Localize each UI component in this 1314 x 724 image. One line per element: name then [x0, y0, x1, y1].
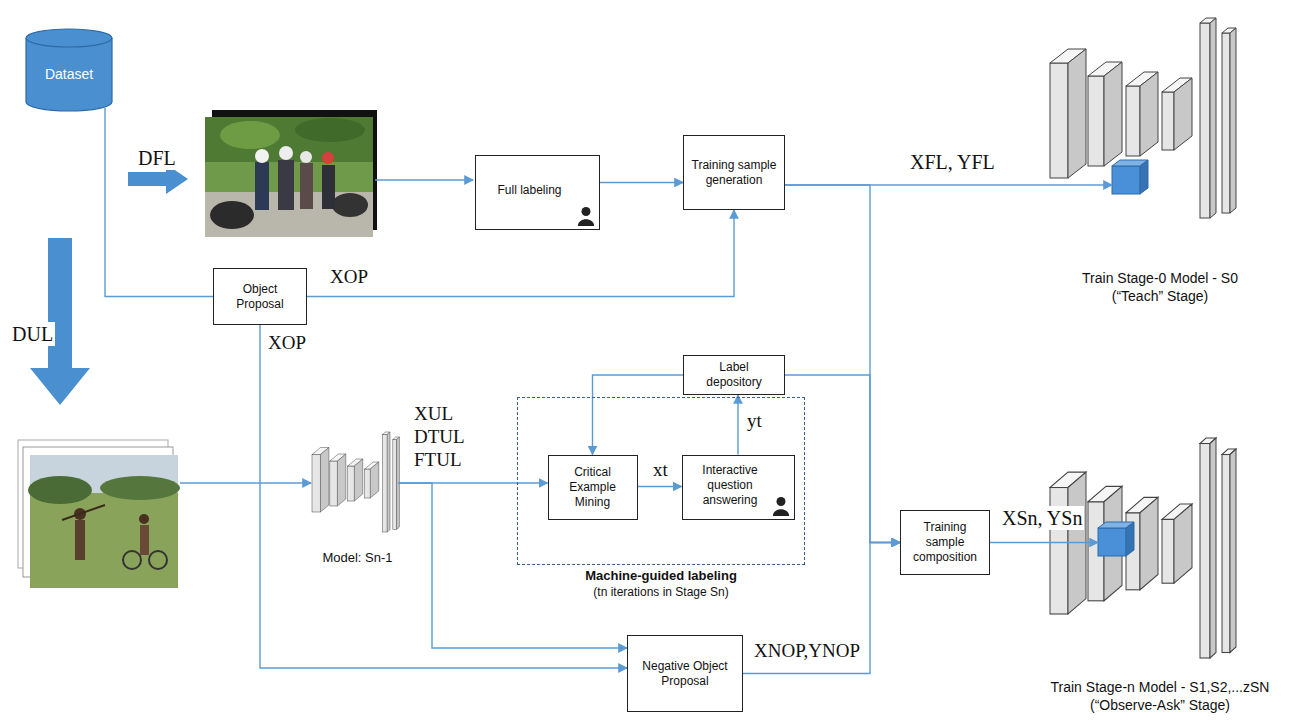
- edge-label: XFL, YFL: [908, 150, 997, 174]
- node-text: (“Teach” Stage): [1112, 288, 1208, 306]
- person-body: [578, 219, 594, 226]
- network-figure: [312, 432, 399, 532]
- node-text: Training sample composition: [907, 520, 983, 565]
- edge-label: XNOP,YNOP: [752, 640, 862, 663]
- process-box: Full labeling: [475, 155, 600, 230]
- arrow-line: [375, 179, 473, 180]
- network-figure: [1050, 18, 1236, 218]
- node-text: Object Proposal: [220, 282, 300, 312]
- process-box: Label depository: [683, 355, 785, 395]
- node-text: Training sample generation: [690, 158, 778, 188]
- node-text: Negative Object Proposal: [634, 659, 736, 689]
- connector: [600, 182, 683, 183]
- arrow-line: [180, 482, 311, 483]
- node-text: Train Stage-n Model - S1,S2,...zSN: [1051, 679, 1270, 697]
- connector: [990, 542, 1098, 543]
- connector: [743, 543, 900, 674]
- process-box: Training sample generation: [683, 135, 785, 210]
- node-text: Full labeling: [497, 183, 561, 198]
- process-box: Interactive question answering: [682, 455, 795, 520]
- node-text: (tn iterations in Stage Sn): [498, 585, 824, 601]
- node-text: Label depository: [690, 360, 778, 390]
- node-text: Train Stage-0 Model - S0: [1082, 270, 1238, 288]
- photo-stack: [18, 440, 180, 588]
- process-box: Negative Object Proposal: [627, 635, 743, 712]
- node-text: (“Observe-Ask” Stage): [1090, 697, 1230, 715]
- cylinder-body: [26, 29, 112, 111]
- network-figure: [1050, 438, 1236, 658]
- person-head: [582, 207, 591, 216]
- process-box: Critical Example Mining: [548, 455, 638, 520]
- process-box: Object Proposal: [213, 268, 307, 325]
- person-icon: [577, 206, 595, 226]
- edge-label: XSn, YSn: [1000, 506, 1084, 530]
- node-text: Interactive question answering: [689, 463, 772, 508]
- group-caption: Machine-guided labeling(tn iterations in…: [498, 568, 824, 600]
- connector: [105, 108, 213, 297]
- free-label: DFL: [136, 146, 178, 170]
- connector: [737, 395, 738, 455]
- model-figure: Model: Sn-1: [305, 428, 410, 568]
- process-box: Training sample composition: [900, 510, 990, 575]
- photo-stack: [205, 110, 377, 237]
- edge-label: xt: [651, 459, 670, 482]
- free-label: DUL: [10, 322, 55, 346]
- node-text: Machine-guided labeling: [498, 568, 824, 585]
- model-figure: Train Stage-0 Model - S0(“Teach” Stage): [1040, 15, 1280, 307]
- person-head: [776, 497, 785, 506]
- connector: [785, 375, 900, 543]
- cylinder-rim: [26, 38, 112, 47]
- edge-label: XOP: [266, 332, 308, 355]
- connector: [638, 486, 682, 487]
- connector: [785, 185, 900, 543]
- cube: [1112, 160, 1148, 194]
- node-text: Model: Sn-1: [322, 550, 392, 566]
- connector: [593, 375, 684, 455]
- edge-label: yt: [745, 410, 764, 433]
- edge-label: XOP: [328, 266, 370, 289]
- edge-label: XUL DTUL FTUL: [412, 402, 474, 471]
- person-icon: [772, 496, 790, 516]
- dataset-cylinder: Dataset: [25, 28, 113, 112]
- node-text: Critical Example Mining: [555, 465, 631, 510]
- node-text: Dataset: [45, 66, 93, 84]
- cube: [1098, 522, 1134, 556]
- model-figure: Train Stage-n Model - S1,S2,...zSN(“Obse…: [1030, 428, 1290, 716]
- person-body: [772, 509, 788, 516]
